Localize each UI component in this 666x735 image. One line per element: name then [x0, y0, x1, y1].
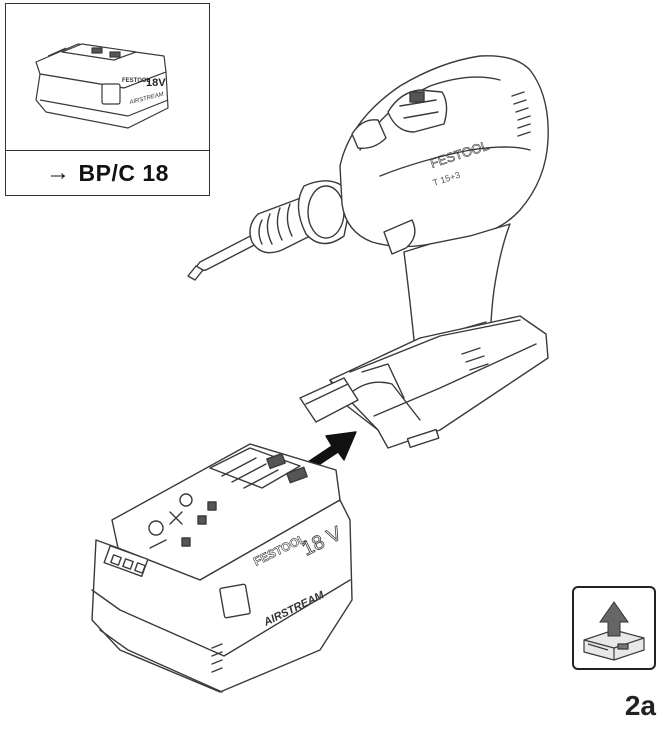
inset-caption: → BP/C 18 [6, 152, 209, 194]
drill-base [329, 315, 549, 449]
drill-trigger [383, 219, 416, 255]
inset-battery-brand: FESTOOL [122, 78, 151, 84]
battery-inset: FESTOOL 18V AIRSTREAM → BP/C 18 [5, 3, 210, 196]
inset-caption-model: BP/C 18 [78, 159, 169, 186]
inset-divider [6, 150, 209, 151]
drill-vents [511, 91, 531, 137]
inset-battery-voltage: 18V [146, 77, 166, 89]
arrow-right-icon: → [46, 159, 71, 186]
main-battery: FESTOOL 18 V AIRSTREAM [91, 443, 353, 693]
battery-remove-arrow-icon [583, 601, 645, 661]
inset-battery-drawing: FESTOOL 18V AIRSTREAM [35, 43, 169, 129]
figure-label: 2a [624, 690, 656, 721]
drill: FESTOOL T 15+3 [187, 55, 549, 449]
battery-remove-icon [572, 586, 656, 670]
